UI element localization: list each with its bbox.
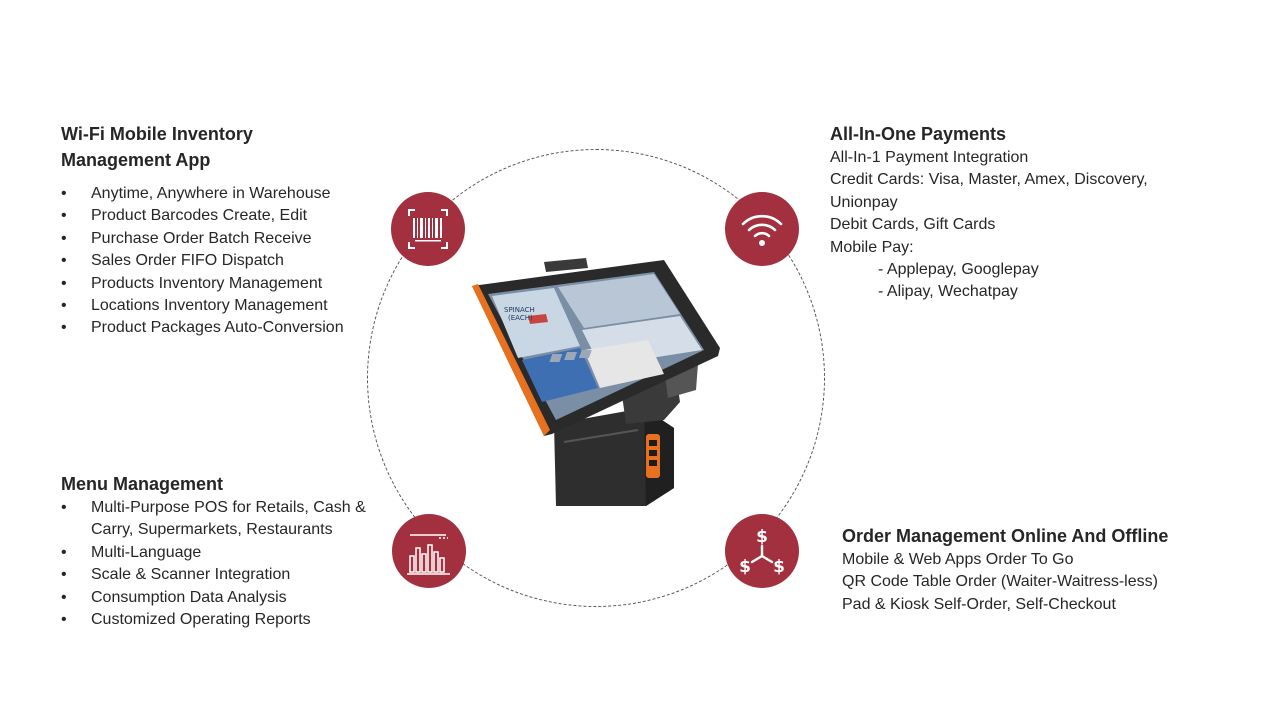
menu-item-line1: Multi-Purpose POS for Retails, Cash & — [91, 499, 366, 516]
menu-title: Menu Management — [61, 474, 224, 494]
inventory-feature-list: Anytime, Anywhere in Warehouse Product B… — [61, 183, 391, 340]
payments-subline: - Alipay, Wechatpay — [878, 283, 1018, 301]
inventory-feature-block: Wi-Fi Mobile Inventory Management App An… — [61, 121, 391, 340]
list-item: Product Barcodes Create, Edit — [61, 205, 391, 228]
payments-title: All-In-One Payments — [830, 124, 1007, 144]
list-item: Product Packages Auto-Conversion — [61, 317, 391, 340]
payments-line: Mobile Pay: — [830, 238, 914, 256]
menu-item-line2: Carry, Supermarkets, Restaurants — [91, 521, 333, 539]
inventory-title-line1: Wi-Fi Mobile Inventory — [61, 124, 253, 144]
barcode-icon — [391, 192, 465, 266]
payments-subline: - Applepay, Googlepay — [878, 261, 1039, 279]
list-item: Purchase Order Batch Receive — [61, 228, 391, 251]
dollar-split-icon: $$$ — [725, 514, 799, 588]
list-item: Sales Order FIFO Dispatch — [61, 250, 391, 273]
svg-text:$: $ — [773, 557, 785, 577]
orders-title: Order Management Online And Offline — [842, 526, 1169, 546]
payments-line: Credit Cards: Visa, Master, Amex, Discov… — [830, 171, 1148, 189]
list-item: Locations Inventory Management — [61, 295, 391, 318]
menu-feature-block: Menu Management Multi-Purpose POS for Re… — [61, 471, 391, 632]
bar-chart-icon — [392, 514, 466, 588]
payments-line: Debit Cards, Gift Cards — [830, 216, 996, 234]
orders-line: Mobile & Web Apps Order To Go — [842, 551, 1074, 568]
wireless-icon — [725, 192, 799, 266]
orders-line: Pad & Kiosk Self-Order, Self-Checkout — [842, 595, 1116, 613]
list-item: Consumption Data Analysis — [61, 587, 391, 610]
payments-feature-block: All-In-One Payments All-In-1 Payment Int… — [830, 121, 1190, 304]
svg-text:$: $ — [756, 527, 768, 547]
menu-feature-list: Multi-Purpose POS for Retails, Cash & Ca… — [61, 497, 391, 632]
list-item: Anytime, Anywhere in Warehouse — [61, 183, 391, 206]
orders-feature-block: Order Management Online And Offline Mobi… — [842, 523, 1202, 616]
list-item: Products Inventory Management — [61, 273, 391, 296]
pos-terminal-image: SPINACH (EACH) — [468, 256, 724, 510]
inventory-title-line2: Management App — [61, 150, 211, 170]
screen-product-label-2: (EACH) — [508, 314, 533, 322]
list-item: Multi-Language — [61, 542, 391, 565]
list-item: Multi-Purpose POS for Retails, Cash & Ca… — [61, 497, 391, 542]
list-item: Customized Operating Reports — [61, 609, 391, 632]
orders-line: QR Code Table Order (Waiter-Waitress-les… — [842, 573, 1158, 591]
dashed-connector-circle — [367, 149, 825, 607]
list-item: Scale & Scanner Integration — [61, 564, 391, 587]
svg-text:$: $ — [739, 557, 751, 577]
payments-line: Unionpay — [830, 193, 898, 211]
payments-line: All-In-1 Payment Integration — [830, 149, 1029, 166]
screen-product-label-1: SPINACH — [504, 306, 535, 314]
